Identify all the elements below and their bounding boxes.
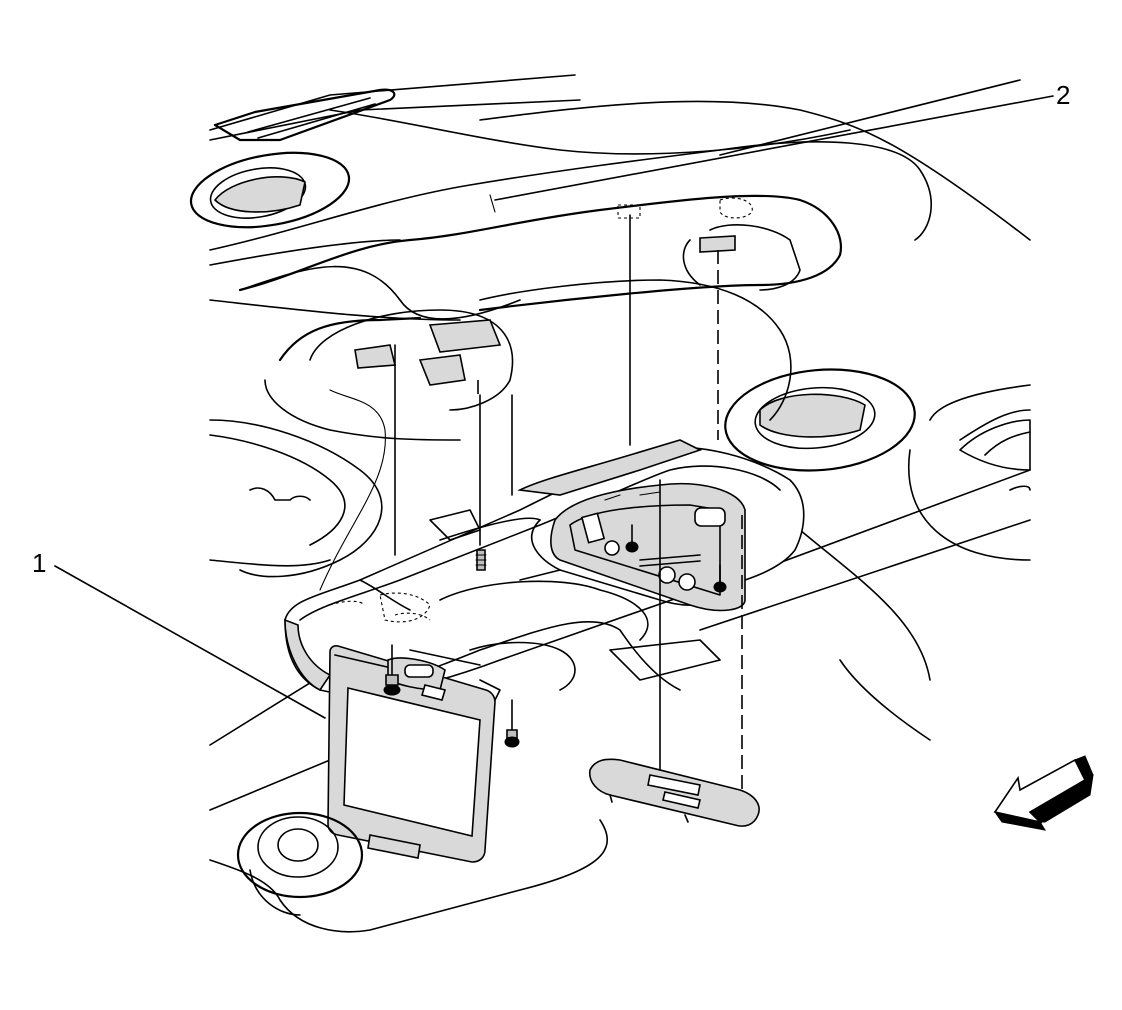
- rear-speaker-left: [185, 142, 355, 239]
- rear-speaker-right: [721, 362, 919, 478]
- rear-roof-lamp: [215, 90, 394, 140]
- screw-panel-right: [714, 565, 726, 592]
- alignment-lines: [395, 215, 742, 792]
- screw-left: [384, 645, 400, 695]
- screw-upper-center: [476, 550, 486, 570]
- front-speaker: [238, 813, 362, 915]
- dome-lamp-lens: [590, 759, 759, 826]
- callout-label-2: 2: [1056, 80, 1071, 110]
- leader-line-2: [495, 96, 1053, 200]
- video-display-monitor: [328, 646, 500, 862]
- fasteners: [384, 525, 726, 747]
- screw-panel-left: [626, 525, 638, 552]
- headliner-panel: [240, 195, 841, 440]
- right-side-pocket: [960, 420, 1030, 490]
- arrow-down-left-icon: [995, 756, 1093, 830]
- front-lamp-housing: [310, 310, 512, 410]
- left-side-details: [250, 390, 385, 590]
- screw-center: [505, 700, 519, 747]
- console-control-panel: [551, 484, 745, 611]
- leader-line-1: [55, 566, 325, 718]
- callout-label-1: 1: [32, 548, 47, 578]
- leader-lines: [55, 96, 1053, 718]
